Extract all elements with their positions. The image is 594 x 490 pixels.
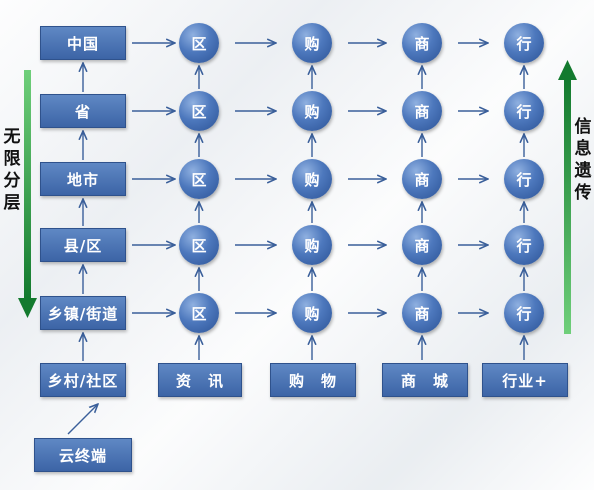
news-node: 区 xyxy=(179,225,219,265)
level-label: 地市 xyxy=(66,170,99,189)
column-label-text: 购 物 xyxy=(288,371,337,390)
news-node: 区 xyxy=(179,293,219,333)
left-side-text: 无 限 分 层 xyxy=(1,126,23,214)
level-label: 县/区 xyxy=(63,236,103,255)
level-label: 乡村/社区 xyxy=(47,371,119,390)
left-green-arrow xyxy=(18,70,37,318)
cloud-label: 云终端 xyxy=(58,446,107,465)
side-char: 无 xyxy=(3,127,21,147)
mall-node: 商 xyxy=(402,159,442,199)
level-label: 中国 xyxy=(66,34,99,53)
right-green-arrow xyxy=(558,60,577,334)
industry-node: 行 xyxy=(504,159,544,199)
side-char: 传 xyxy=(574,183,592,203)
right-side-text: 信 息 遗 传 xyxy=(572,116,594,204)
industry-node: 行 xyxy=(504,91,544,131)
mall-node: 商 xyxy=(402,23,442,63)
news-node: 区 xyxy=(179,23,219,63)
side-char: 遗 xyxy=(574,161,592,181)
industry-node: 行 xyxy=(504,293,544,333)
level-box-province: 省 xyxy=(40,94,126,128)
industry-node: 行 xyxy=(504,23,544,63)
level-label: 乡镇/街道 xyxy=(47,304,119,323)
level-box-county: 县/区 xyxy=(40,228,126,262)
mall-node: 商 xyxy=(402,293,442,333)
column-label-shopping: 购 物 xyxy=(270,363,356,397)
flow-arrow xyxy=(67,404,98,435)
mall-node: 商 xyxy=(402,225,442,265)
side-char: 信 xyxy=(574,117,592,137)
level-box-village: 乡村/社区 xyxy=(40,363,126,397)
shopping-node: 购 xyxy=(292,225,332,265)
column-label-mall: 商 城 xyxy=(382,363,468,397)
side-char: 限 xyxy=(3,149,21,169)
level-box-city: 地市 xyxy=(40,162,126,196)
column-label-news: 资 讯 xyxy=(158,363,242,397)
column-label-text: 行业+ xyxy=(502,371,548,390)
shopping-node: 购 xyxy=(292,91,332,131)
shopping-node: 购 xyxy=(292,23,332,63)
cloud-terminal-box: 云终端 xyxy=(34,438,132,472)
column-label-text: 商 城 xyxy=(400,371,449,390)
industry-node: 行 xyxy=(504,225,544,265)
column-label-industry: 行业+ xyxy=(482,363,568,397)
shopping-node: 购 xyxy=(292,293,332,333)
side-char: 层 xyxy=(3,193,21,213)
column-label-text: 资 讯 xyxy=(175,371,224,390)
level-box-china: 中国 xyxy=(40,26,126,60)
level-box-town: 乡镇/街道 xyxy=(40,296,126,330)
shopping-node: 购 xyxy=(292,159,332,199)
news-node: 区 xyxy=(179,91,219,131)
news-node: 区 xyxy=(179,159,219,199)
mall-node: 商 xyxy=(402,91,442,131)
side-char: 息 xyxy=(574,139,592,159)
level-label: 省 xyxy=(74,102,91,121)
side-char: 分 xyxy=(3,171,21,191)
